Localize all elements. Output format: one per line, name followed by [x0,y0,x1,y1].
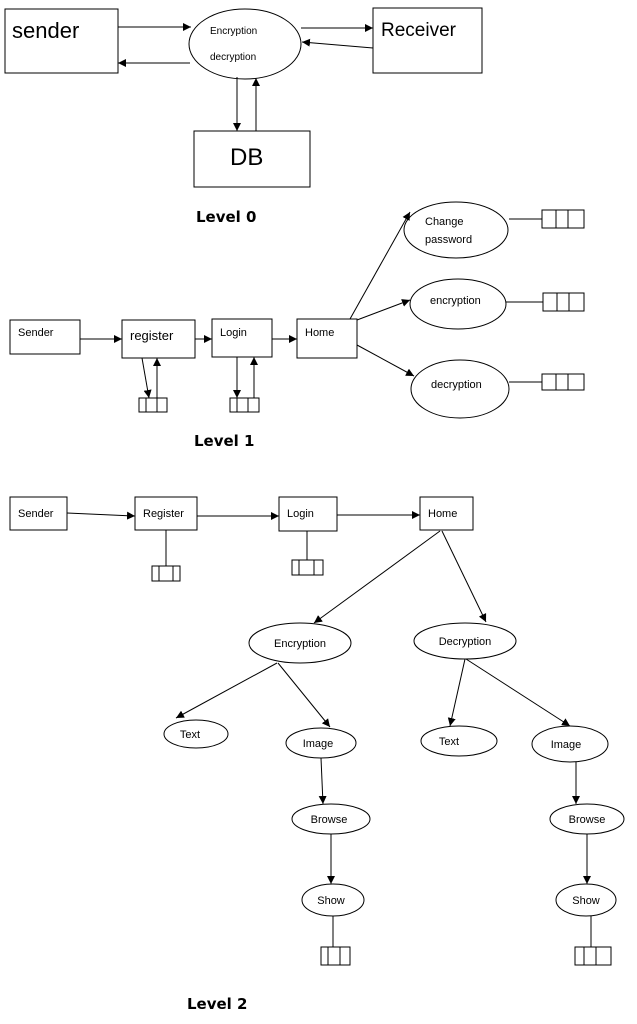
level0-process-ellipse [188,8,302,80]
level2-enc-image-label: Image [303,738,334,750]
level2-title: Level 2 [187,995,247,1013]
level1-register-datastore-icon [138,397,168,413]
level1-home-box [296,318,358,359]
level2-dec-show-ellipse [555,883,617,917]
level2-enc-show-label: Show [317,895,345,907]
level1-change-password-ellipse [403,201,509,259]
level2-arrow-home-to-decryption [441,530,487,623]
level1-sender-box [9,319,81,355]
level0-receiver-box [372,7,483,74]
level0-process-label-line2: decryption [210,52,256,63]
level0-arrow-receiver-to-process [301,38,374,49]
level2-dec-browse-label: Browse [569,814,606,826]
level1-arrow-home-to-encryption [356,299,411,321]
level2-encryption-label: Encryption [274,638,326,650]
level2-home-label: Home [428,508,457,520]
level2-register-label: Register [143,508,184,520]
level2-enc-browse-label: Browse [311,814,348,826]
level2-arrow-sender-to-register [66,511,136,520]
level2-enc-text-label: Text [180,729,200,741]
level2-register-box [134,496,198,531]
level2-dec-show-datastore-icon [574,946,612,966]
level2-arrow-decryption-to-image [465,658,571,727]
level2-dec-image-label: Image [551,739,582,751]
level0-db-box [193,130,311,188]
level2-arrow-enc-image-to-browse [318,757,327,805]
level0-receiver-label: Receiver [381,20,457,41]
level2-dec-text-ellipse [420,725,498,757]
level0-title: Level 0 [196,208,256,226]
level2-login-box [278,496,338,532]
level1-title: Level 1 [194,432,254,450]
level2-arrow-encryption-to-text [175,662,278,719]
level0-process-label-line1: Encryption [210,26,257,37]
level0-sender-label: sender [12,18,79,43]
level1-decryption-datastore-icon [541,373,585,391]
level2-login-datastore-icon [291,559,324,576]
level2-sender-label: Sender [18,508,54,520]
level1-arrow-home-to-decryption [356,344,415,377]
level2-decryption-label: Decryption [439,636,492,648]
level1-change-password-label-line2: password [425,234,472,246]
level1-sender-label: Sender [18,327,54,339]
level0-group: sender Encryption decryption Receiver DB… [4,7,483,226]
level2-home-box [419,496,474,531]
level2-dec-text-label: Text [439,736,459,748]
level1-encryption-datastore-icon [542,292,585,312]
level0-sender-box [4,8,119,74]
level2-arrow-home-to-encryption [313,530,441,624]
level1-encryption-ellipse [409,278,507,330]
level1-group: Sender register Login Home Change passwo… [9,201,585,450]
level0-db-label: DB [230,144,263,171]
level1-login-datastore-icon [229,397,260,413]
level2-dec-show-label: Show [572,895,600,907]
level2-encryption-ellipse [248,622,352,664]
level1-decryption-label: decryption [431,379,482,391]
level1-arrow-home-to-change-password [349,211,411,320]
level1-change-password-datastore-icon [541,209,585,229]
level1-register-box [121,319,196,359]
level2-enc-show-datastore-icon [320,946,351,966]
level1-register-label: register [130,328,174,343]
level1-login-label: Login [220,327,247,339]
level2-arrow-decryption-to-text [447,658,466,727]
level2-register-datastore-icon [151,565,181,582]
level1-decryption-ellipse [410,359,510,419]
level1-home-label: Home [305,327,334,339]
level1-arrow-register-to-store [141,357,152,399]
level1-encryption-label: encryption [430,295,481,307]
level2-group: Sender Register Login Home Encryption De… [9,496,625,1013]
level2-enc-text-ellipse [163,719,229,749]
level2-login-label: Login [287,508,314,520]
level1-change-password-label-line1: Change [425,216,464,228]
level2-arrow-encryption-to-image [277,662,331,728]
level1-login-box [211,318,273,358]
